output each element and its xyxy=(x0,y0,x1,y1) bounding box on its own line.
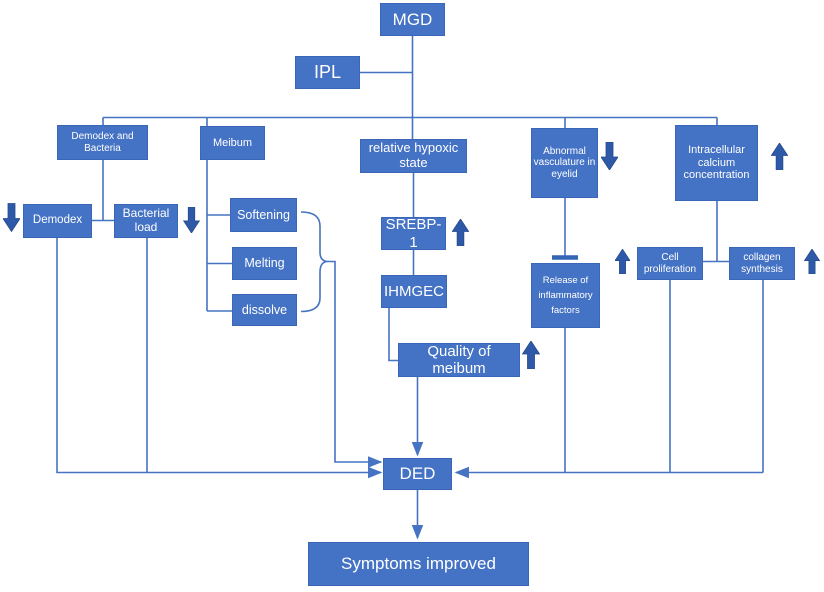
brace xyxy=(300,211,329,313)
increase-arrow-icon xyxy=(804,249,820,274)
node-ded: DED xyxy=(383,458,452,490)
node-meibum: Meibum xyxy=(200,126,265,160)
node-quality-of-meibum: Quality of meibum xyxy=(398,343,520,377)
node-cell-proliferation: Cell proliferation xyxy=(637,247,703,280)
node-dissolve: dissolve xyxy=(232,294,297,326)
node-softening: Softening xyxy=(230,198,297,232)
node-bacterial-load: Bacterial load xyxy=(114,204,178,238)
node-srebp1: SREBP-1 xyxy=(381,216,446,251)
node-abnormal-vasculature: Abnormal vasculature in eyelid xyxy=(531,128,598,198)
edge-demodex-ded xyxy=(56,238,383,479)
edge-brace-ded xyxy=(328,260,383,468)
node-ihmgec: IHMGEC xyxy=(381,275,447,308)
decrease-arrow-icon xyxy=(183,207,200,233)
decrease-arrow-icon xyxy=(3,203,20,232)
increase-arrow-icon xyxy=(522,341,540,369)
node-relative-hypoxic-state: relative hypoxic state xyxy=(360,139,467,173)
increase-arrow-icon xyxy=(771,143,788,170)
node-demodex-and-bacteria: Demodex and Bacteria xyxy=(57,125,148,160)
increase-arrow-icon xyxy=(615,249,630,274)
node-intracellular-calcium: Intracellular calcium concentration xyxy=(675,125,758,201)
node-symptoms-improved: Symptoms improved xyxy=(308,542,529,586)
decrease-arrow-icon xyxy=(601,142,618,170)
node-demodex: Demodex xyxy=(23,204,92,238)
node-release-inflammatory-factors: Release of inflammatory factors xyxy=(531,263,600,328)
node-melting: Melting xyxy=(232,247,297,280)
node-ipl: IPL xyxy=(295,56,360,89)
node-mgd: MGD xyxy=(380,3,445,36)
increase-arrow-icon xyxy=(452,219,469,246)
node-collagen-synthesis: collagen synthesis xyxy=(729,247,795,280)
